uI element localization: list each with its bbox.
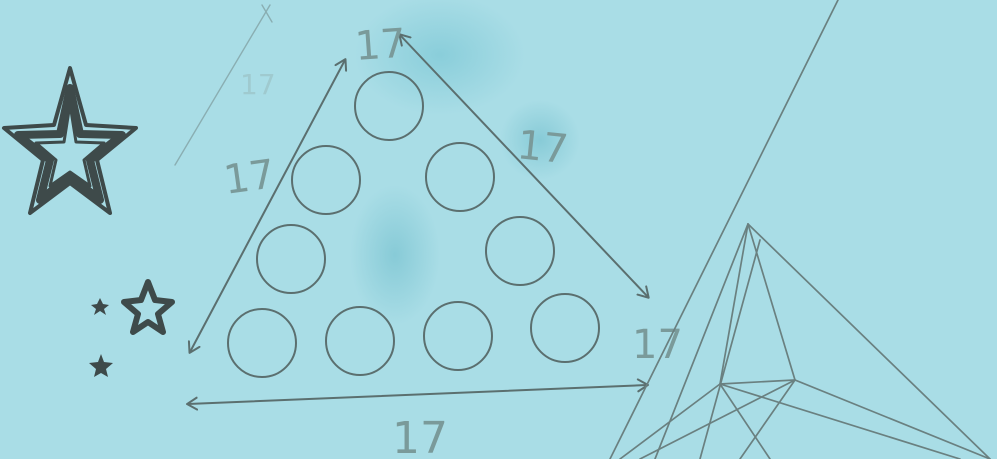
faint-pencil-line bbox=[262, 5, 272, 22]
circle bbox=[228, 309, 296, 377]
circle bbox=[531, 294, 599, 362]
label-left: 17 bbox=[221, 151, 278, 204]
label-corner-faint: 17 bbox=[240, 68, 276, 101]
circle bbox=[486, 217, 554, 285]
left-side-arrow bbox=[190, 60, 345, 352]
label-top: 17 bbox=[353, 21, 407, 70]
tiny-star-icon bbox=[89, 354, 113, 377]
large-star-icon bbox=[4, 68, 136, 213]
label-right: 17 bbox=[515, 122, 570, 173]
circle bbox=[257, 225, 325, 293]
circle bbox=[424, 302, 492, 370]
circle bbox=[426, 143, 494, 211]
geometric-sketch bbox=[610, 0, 990, 459]
watercolor-blot bbox=[350, 185, 440, 325]
circle bbox=[326, 307, 394, 375]
bottom-side-arrow bbox=[188, 385, 647, 404]
tiny-star-icon bbox=[91, 298, 109, 315]
small-star-icon bbox=[124, 282, 172, 332]
circle bbox=[292, 146, 360, 214]
label-bottom: 17 bbox=[392, 413, 448, 459]
